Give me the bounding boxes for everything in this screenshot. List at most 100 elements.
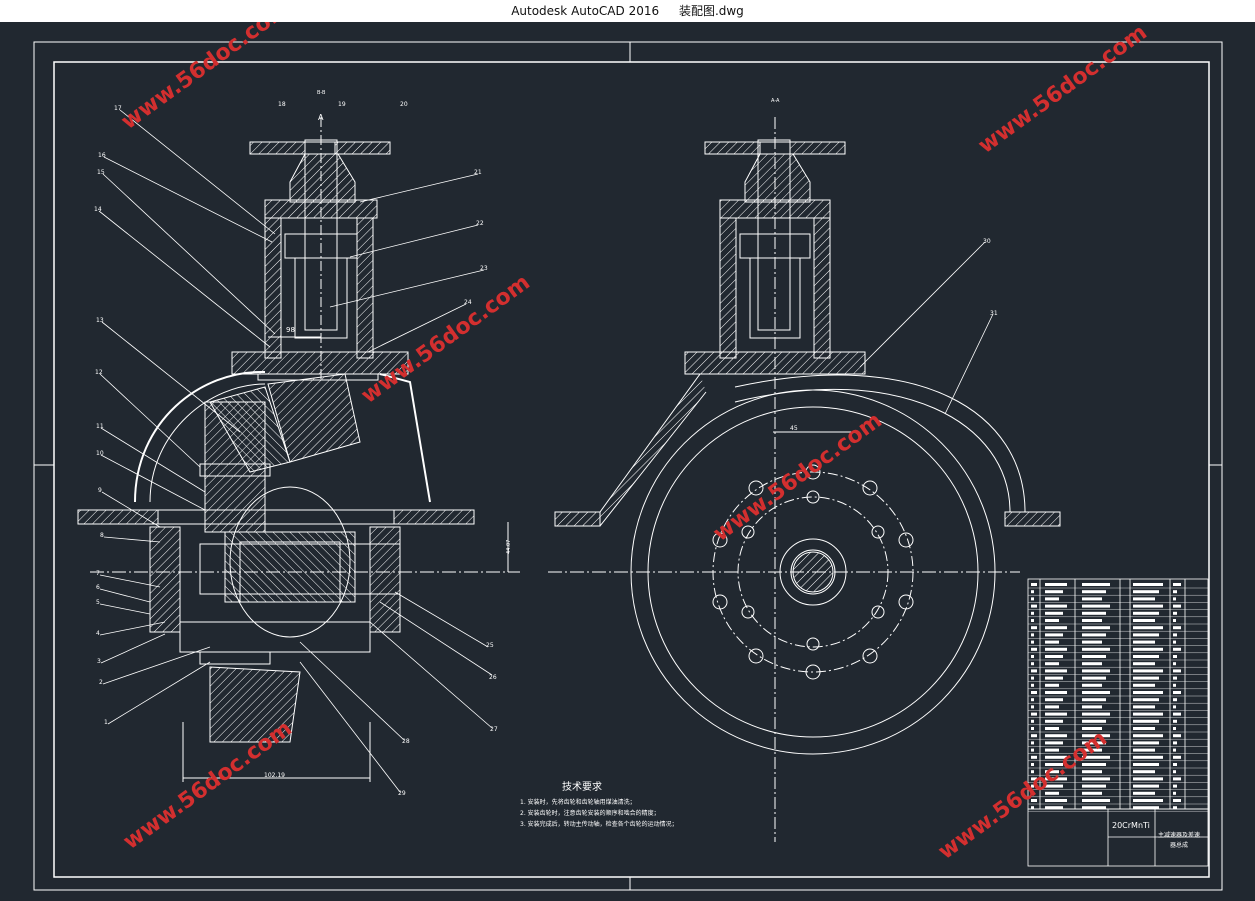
- parts-row-cell: [1082, 770, 1102, 774]
- parts-row-cell: [1082, 719, 1106, 723]
- parts-row-cell: [1173, 669, 1181, 673]
- parts-row-cell: [1082, 734, 1110, 738]
- parts-row-cell: [1133, 791, 1155, 795]
- parts-row-cell: [1045, 619, 1059, 622]
- callout-15: 15: [97, 169, 105, 176]
- parts-row-cell: [1045, 770, 1059, 774]
- parts-row-cell: [1031, 604, 1037, 608]
- callout-30: 30: [983, 238, 991, 245]
- drawing-frame: [33, 41, 1223, 891]
- parts-row-cell: [1133, 669, 1163, 673]
- parts-row-cell: [1045, 676, 1063, 680]
- parts-row-cell: [1173, 655, 1177, 658]
- drawing-title-1: 主减速器及差速: [1158, 831, 1200, 839]
- callout-12: 12: [95, 369, 103, 376]
- callout-25: 25: [486, 642, 494, 649]
- parts-row-cell: [1082, 727, 1102, 730]
- callout-21: 21: [474, 169, 482, 176]
- parts-row-cell: [1173, 770, 1176, 774]
- callout-4: 4: [96, 630, 100, 637]
- callout-9: 9: [98, 487, 102, 494]
- parts-row-cell: [1082, 655, 1106, 658]
- parts-row-cell: [1133, 626, 1163, 630]
- callout-6: 6: [96, 584, 100, 591]
- parts-row-cell: [1031, 741, 1034, 745]
- window-title-bar: Autodesk AutoCAD 2016 装配图.dwg: [0, 0, 1255, 22]
- parts-row-cell: [1173, 748, 1176, 752]
- parts-row-cell: [1082, 777, 1110, 781]
- parts-row-cell: [1082, 806, 1106, 810]
- tech-line-2: 2. 安装齿轮时，注意齿轮安装的顺序和啮合的精度；: [520, 809, 660, 817]
- drawing-title-2: 器总成: [1170, 841, 1188, 849]
- parts-row-cell: [1173, 611, 1177, 615]
- parts-row-cell: [1031, 748, 1034, 752]
- parts-row-cell: [1045, 791, 1059, 795]
- parts-row-cell: [1173, 705, 1176, 709]
- parts-row-cell: [1133, 741, 1159, 745]
- parts-row-cell: [1133, 734, 1163, 738]
- parts-row-cell: [1133, 705, 1155, 709]
- parts-row-cell: [1045, 691, 1067, 694]
- parts-row-cell: [1031, 597, 1034, 601]
- parts-row-cell: [1173, 626, 1181, 630]
- parts-row-cell: [1031, 698, 1034, 702]
- parts-row-cell: [1082, 712, 1110, 716]
- watermark-5: www.56doc.com: [119, 716, 297, 855]
- parts-row-cell: [1082, 741, 1106, 745]
- bolt-holes: [712, 464, 914, 680]
- parts-row-cell: [1133, 590, 1159, 594]
- parts-row-cell: [1045, 705, 1059, 709]
- tech-requirements-title: 技术要求: [562, 780, 602, 793]
- parts-row-cell: [1173, 755, 1181, 759]
- watermark-6: www.56doc.com: [934, 726, 1112, 865]
- label-a-a: A-A: [771, 98, 780, 104]
- parts-row-cell: [1173, 719, 1177, 723]
- parts-row-cell: [1045, 712, 1067, 716]
- parts-row-cell: [1031, 683, 1034, 687]
- parts-row-cell: [1031, 626, 1037, 630]
- tech-line-3: 3. 安装完成后，转动主传动轴，检查各个齿轮的运动情况；: [520, 820, 678, 828]
- callout-24: 24: [464, 299, 472, 306]
- parts-row-cell: [1031, 755, 1037, 759]
- parts-row-cell: [1031, 705, 1034, 709]
- parts-row-cell: [1133, 597, 1155, 601]
- material-label: 20CrMnTi: [1112, 821, 1150, 830]
- parts-row-cell: [1082, 784, 1106, 788]
- parts-row-cell: [1173, 784, 1177, 788]
- parts-row-cell: [1045, 734, 1067, 738]
- parts-row-cell: [1173, 683, 1176, 687]
- parts-row-cell: [1133, 719, 1159, 723]
- callout-5: 5: [96, 599, 100, 606]
- callout-22: 22: [476, 220, 484, 227]
- parts-row-cell: [1173, 597, 1176, 601]
- parts-row-cell: [1173, 806, 1177, 810]
- parts-row-cell: [1045, 763, 1063, 766]
- dim-98: 98: [286, 326, 295, 334]
- parts-row-cell: [1173, 647, 1181, 651]
- callout-7: 7: [96, 570, 100, 577]
- parts-list-rows: [1028, 583, 1208, 812]
- parts-row-cell: [1173, 727, 1176, 730]
- parts-row-cell: [1082, 676, 1106, 680]
- parts-row-cell: [1173, 676, 1177, 680]
- parts-row-cell: [1133, 712, 1163, 716]
- watermark-3: www.56doc.com: [357, 270, 535, 409]
- parts-row-cell: [1045, 590, 1063, 594]
- parts-row-cell: [1031, 590, 1034, 594]
- callout-20: 20: [400, 101, 408, 108]
- parts-row-cell: [1031, 770, 1034, 774]
- parts-row-cell: [1045, 806, 1063, 810]
- parts-row-cell: [1031, 784, 1034, 788]
- parts-row-cell: [1045, 662, 1059, 666]
- parts-row-cell: [1082, 633, 1106, 637]
- parts-row-cell: [1082, 755, 1110, 759]
- parts-row-cell: [1082, 647, 1110, 651]
- callout-27: 27: [490, 726, 498, 733]
- parts-row-cell: [1082, 691, 1110, 694]
- file-name: 装配图.dwg: [678, 4, 744, 18]
- parts-row-cell: [1045, 784, 1063, 788]
- parts-row-cell: [1133, 691, 1163, 694]
- callout-11: 11: [96, 423, 104, 430]
- callout-29: 29: [398, 790, 406, 797]
